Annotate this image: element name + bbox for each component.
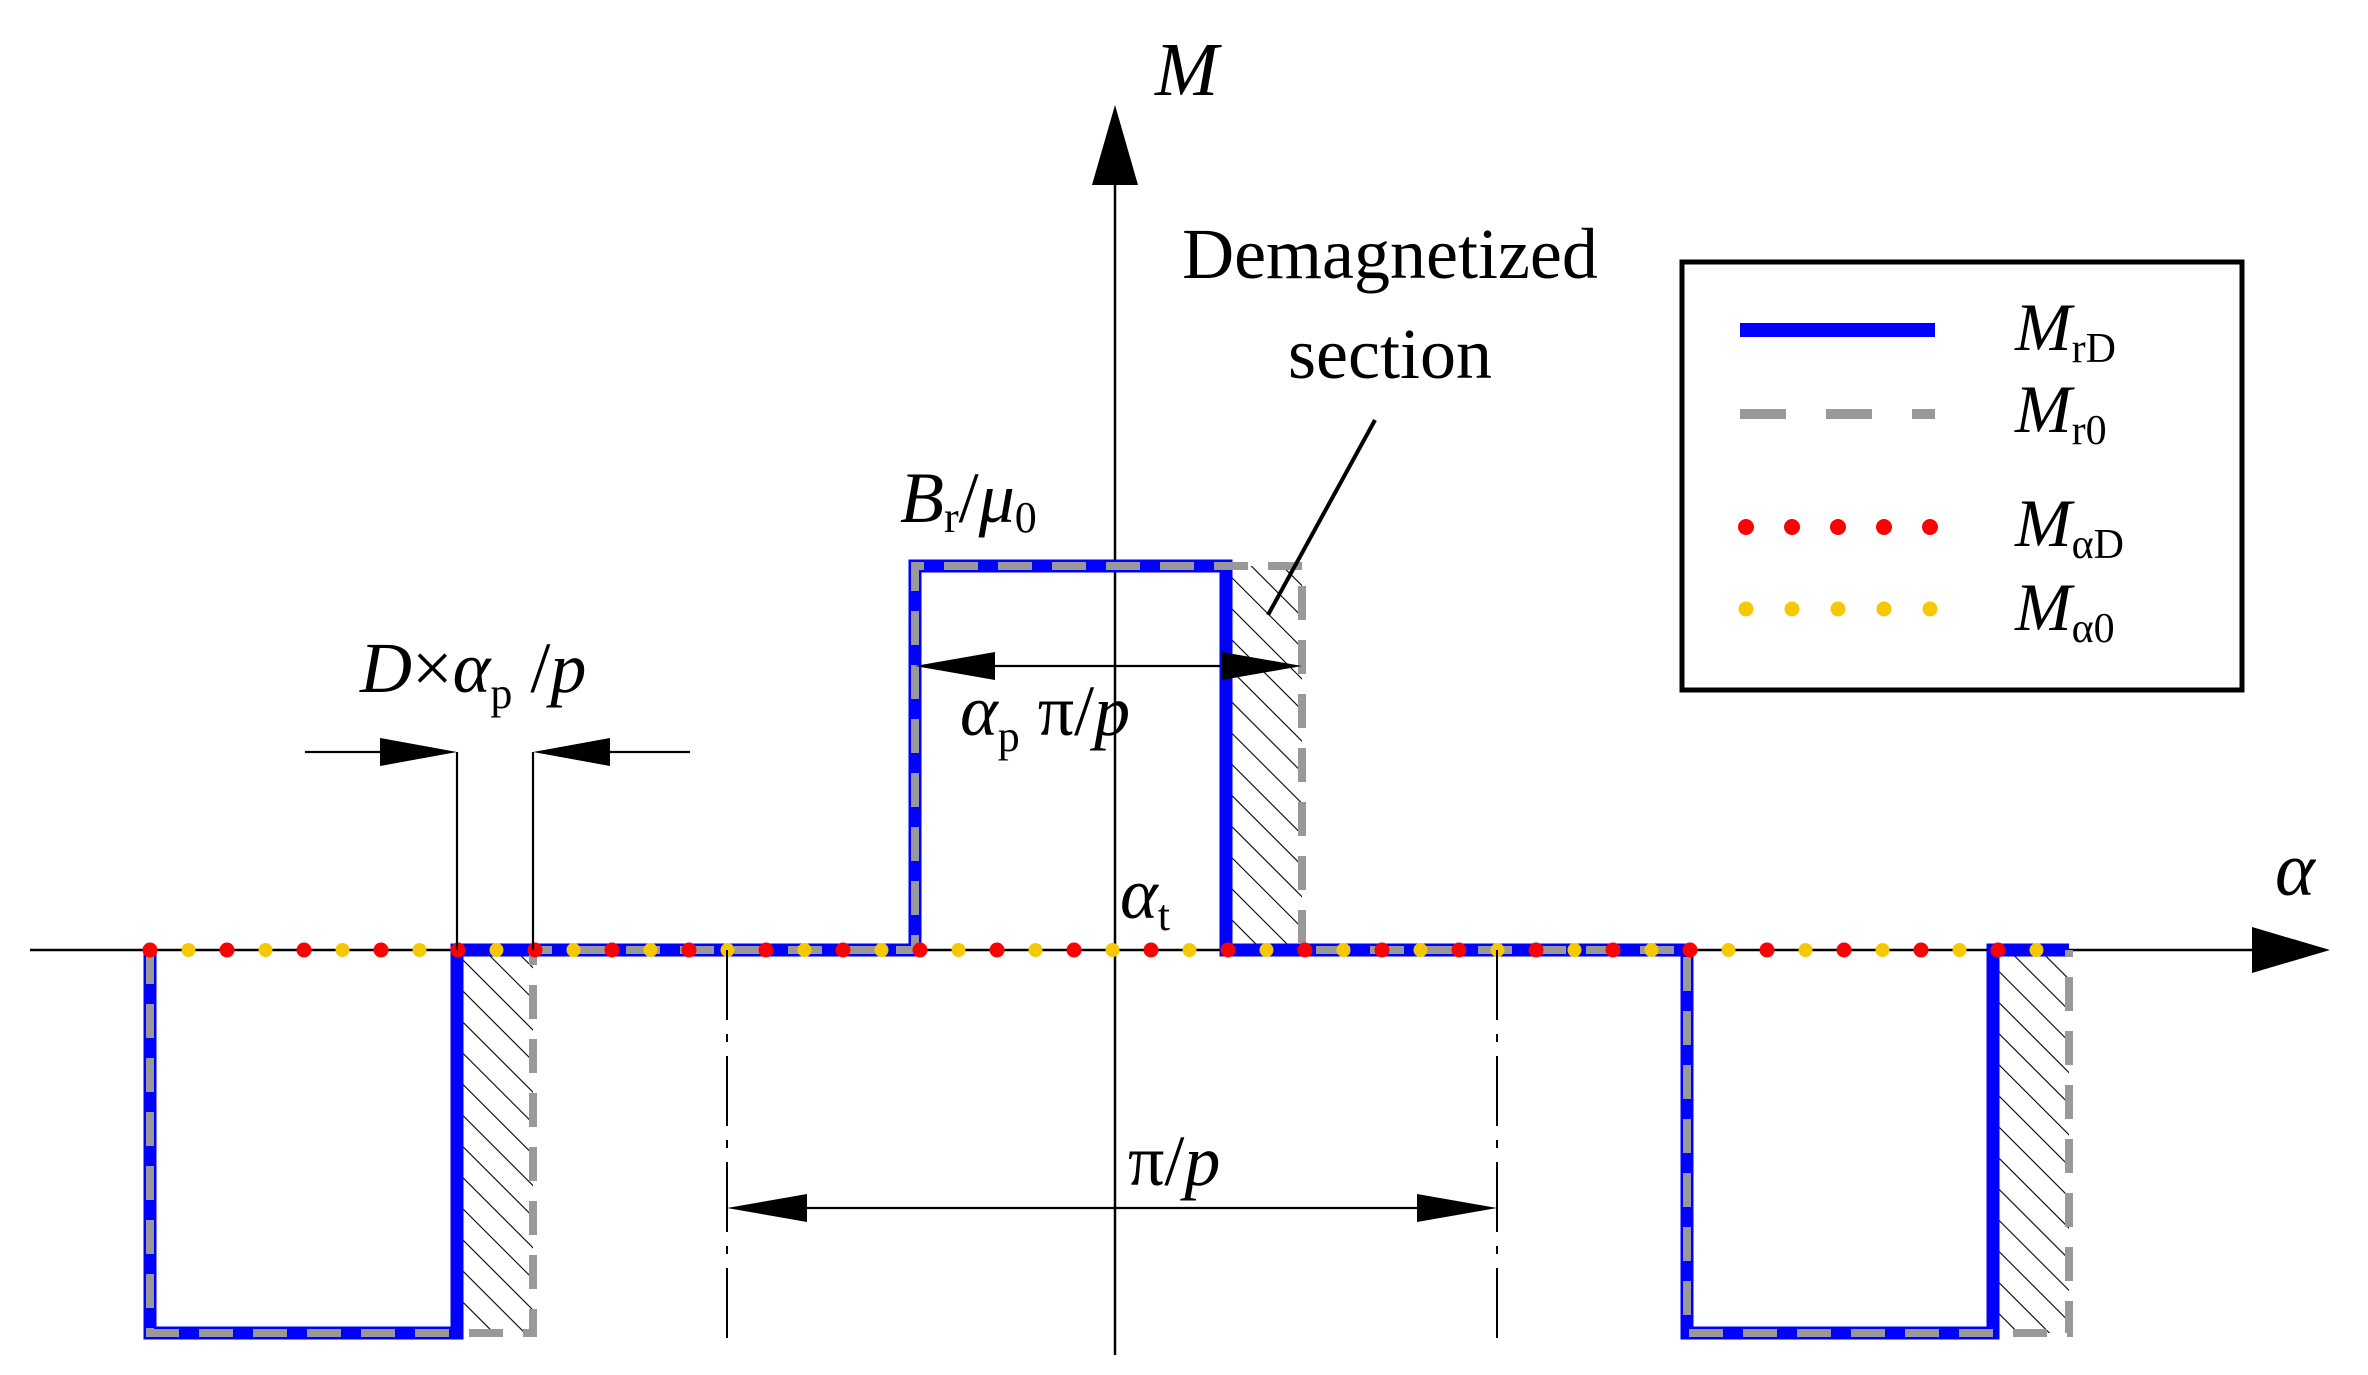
m-alpha-d-dot: [1066, 942, 1082, 958]
m-alpha-0-dot: [335, 943, 350, 957]
m-alpha-d-dot: [1220, 942, 1236, 958]
legend-dot-yellow: [1830, 601, 1846, 617]
m-alpha-0-dot: [566, 943, 581, 957]
m-alpha-d-dot: [1297, 942, 1313, 958]
m-alpha-0-dot: [412, 943, 427, 957]
legend-label-m-rd: MrD: [2014, 289, 2116, 372]
demag-leader-line: [1266, 419, 1377, 616]
dap-dimension: [305, 738, 690, 950]
legend-dot-red: [1922, 519, 1938, 535]
m-alpha-d-dot: [296, 942, 312, 958]
m-r0-series: [146, 562, 2073, 1337]
y-axis-label: M: [1154, 28, 1222, 112]
legend-dot-yellow: [1922, 601, 1938, 617]
legend-label-m-alpha-0: Mα0: [2014, 569, 2115, 652]
m-alpha-d-dot: [1913, 942, 1929, 958]
legend-swatch-m-alpha-d: [1738, 519, 1938, 535]
m-alpha-0-dot: [1336, 943, 1351, 957]
m-alpha-d-dot: [1605, 942, 1621, 958]
m-alpha-d-dot: [1836, 942, 1852, 958]
m-alpha-d-dot: [835, 942, 851, 958]
m-alpha-0-dot: [1875, 943, 1890, 957]
legend-dot-red: [1784, 519, 1800, 535]
legend-swatch-m-alpha-0: [1738, 601, 1938, 617]
legend-dot-yellow: [1738, 601, 1754, 617]
demag-label-line1: Demagnetized: [1182, 214, 1598, 294]
m-alpha-0-dot: [1259, 943, 1274, 957]
m-alpha-d-dot: [1528, 942, 1544, 958]
alpha-p-dimension: [915, 652, 1302, 680]
m-alpha-0-dot: [1182, 943, 1197, 957]
m-alpha-0-dot: [874, 943, 889, 957]
m-alpha-0-dot: [643, 943, 658, 957]
m-alpha-0-dot: [951, 943, 966, 957]
m-alpha-0-dot: [1105, 943, 1120, 957]
m-alpha-d-dot: [1374, 942, 1390, 958]
m-alpha-0-dot: [489, 943, 504, 957]
m-alpha-0-dot: [797, 943, 812, 957]
dap-label: D×αp /p: [359, 628, 586, 718]
m-alpha-0-dot: [2029, 943, 2044, 957]
legend-dot-yellow: [1876, 601, 1892, 617]
m-alpha-0-series: [181, 943, 2044, 957]
pole-pitch-label: π/p: [1128, 1121, 1220, 1201]
m-alpha-0-dot: [1028, 943, 1043, 957]
m-alpha-d-dot: [142, 942, 158, 958]
y-axis: [1092, 105, 1138, 1355]
m-alpha-d-dot: [373, 942, 389, 958]
demag-hatch-left: [457, 950, 533, 1333]
legend-dot-red: [1738, 519, 1754, 535]
pole-pitch-dimension: [726, 950, 1498, 1340]
m-alpha-d-dot: [1759, 942, 1775, 958]
m-alpha-d-dot: [219, 942, 235, 958]
br-mu0-label: Br/μ0: [900, 458, 1037, 542]
m-alpha-d-dot: [1990, 942, 2006, 958]
alpha-t-label: αt: [1120, 854, 1170, 940]
m-alpha-d-dot: [1143, 942, 1159, 958]
legend: MrD Mr0 MαD Mα0: [1679, 259, 2245, 693]
m-alpha-d-dot: [1451, 942, 1467, 958]
m-alpha-d-dot: [989, 942, 1005, 958]
m-alpha-d-dot: [1682, 942, 1698, 958]
m-alpha-d-dot: [604, 942, 620, 958]
alpha-p-label: αp π/p: [960, 671, 1130, 761]
m-alpha-0-dot: [1952, 943, 1967, 957]
demag-label-line2: section: [1288, 314, 1492, 394]
m-alpha-d-dot: [912, 942, 928, 958]
demag-hatch-center: [1226, 566, 1302, 950]
legend-label-m-alpha-d: MαD: [2014, 485, 2124, 568]
m-alpha-d-dot: [758, 942, 774, 958]
m-alpha-d-dot: [681, 942, 697, 958]
m-alpha-0-dot: [1798, 943, 1813, 957]
m-alpha-0-dot: [1413, 943, 1428, 957]
m-alpha-0-dot: [1721, 943, 1736, 957]
legend-dot-red: [1830, 519, 1846, 535]
m-alpha-d-dot: [527, 942, 543, 958]
m-alpha-0-dot: [181, 943, 196, 957]
x-axis-label: α: [2275, 828, 2317, 912]
m-alpha-d-series: [142, 942, 2006, 958]
m-alpha-0-dot: [258, 943, 273, 957]
m-alpha-0-dot: [1567, 943, 1582, 957]
legend-label-m-r0: Mr0: [2014, 371, 2107, 454]
legend-dot-yellow: [1784, 601, 1800, 617]
m-alpha-0-dot: [1644, 943, 1659, 957]
demag-hatch-right: [1993, 950, 2069, 1333]
legend-dot-red: [1876, 519, 1892, 535]
